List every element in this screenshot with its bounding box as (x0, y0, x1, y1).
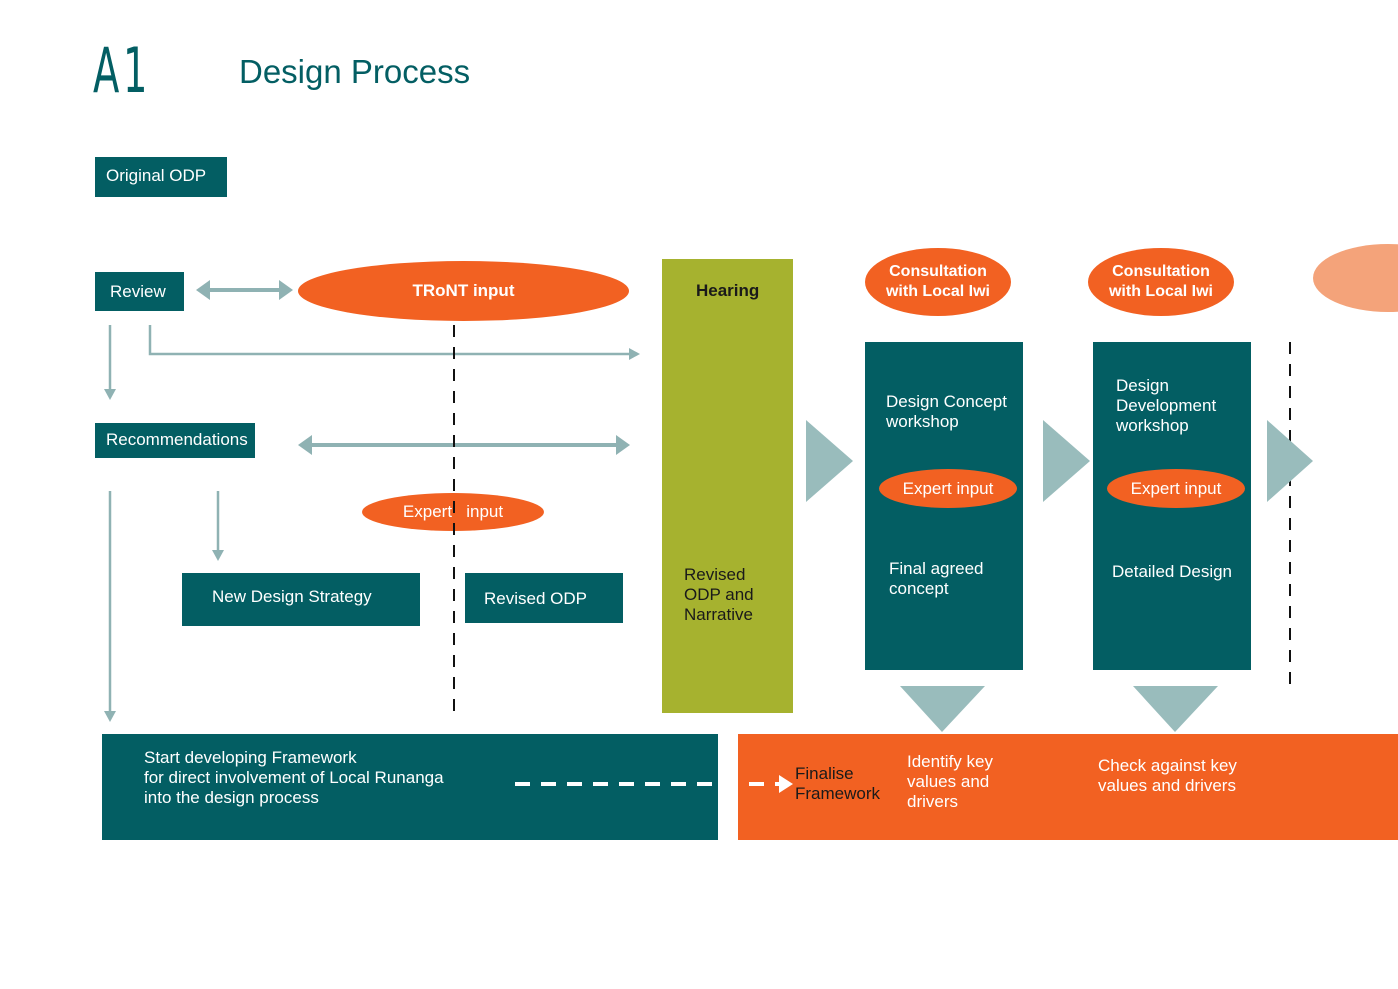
new-design-strategy-box: New Design Strategy (182, 573, 420, 626)
dashed-arrow-icon (515, 775, 793, 793)
design-development-label: Design Development workshop (1116, 376, 1217, 435)
expert-input-ellipse-2: Expert input (1107, 469, 1245, 508)
consultation-ellipse-2: Consultation with Local Iwi (1088, 248, 1234, 316)
chevron-right-icon (806, 420, 853, 502)
page-title: Design Process (239, 53, 471, 90)
review-box: Review (95, 272, 184, 311)
framework-start-text: Start developing Framework for direct in… (144, 748, 444, 807)
final-agreed-concept-label: Final agreed concept (889, 559, 984, 598)
revised-odp-box: Revised ODP (465, 573, 623, 623)
framework-teal-bar: Start developing Framework for direct in… (102, 734, 718, 840)
chevron-right-icon (1267, 420, 1313, 502)
down-arrow-icon (212, 491, 224, 561)
hearing-title: Hearing (696, 281, 760, 300)
identify-values-text: Identify key values and drivers (907, 752, 993, 811)
right-arrow-icon (148, 325, 640, 360)
tront-input-ellipse: TRoNT input (298, 261, 629, 321)
hearing-column: Hearing Revised ODP and Narrative (662, 259, 793, 713)
expert-input-label: Expert input (402, 502, 504, 521)
chevron-down-icon (1133, 686, 1218, 732)
down-arrow-icon (104, 491, 116, 722)
finalise-framework-text: Finalise Framework (795, 764, 881, 803)
double-arrow-icon (196, 280, 293, 300)
original-odp-box: Original ODP (95, 157, 227, 197)
down-arrow-icon (104, 325, 116, 400)
expert-input-label-1: Expert input (902, 478, 994, 498)
design-concept-label: Design Concept workshop (886, 392, 1007, 431)
double-arrow-icon (298, 435, 630, 455)
check-values-text: Check against key values and drivers (1098, 756, 1237, 795)
recommendations-box: Recommendations (95, 423, 255, 458)
framework-orange-bar: Finalise Framework Identify key values a… (738, 734, 1398, 840)
chevron-right-icon (1043, 420, 1090, 502)
expert-input-label-2: Expert input (1130, 478, 1222, 498)
hearing-body: Revised ODP and Narrative (684, 565, 754, 624)
expert-input-ellipse-1: Expert input (879, 469, 1017, 508)
tront-input-label: TRoNT input (412, 281, 515, 300)
consultation-ellipse-1: Consultation with Local Iwi (865, 248, 1011, 316)
detailed-design-label: Detailed Design (1112, 562, 1233, 581)
chevron-down-icon (900, 686, 985, 732)
section-code: A1 (93, 34, 152, 107)
